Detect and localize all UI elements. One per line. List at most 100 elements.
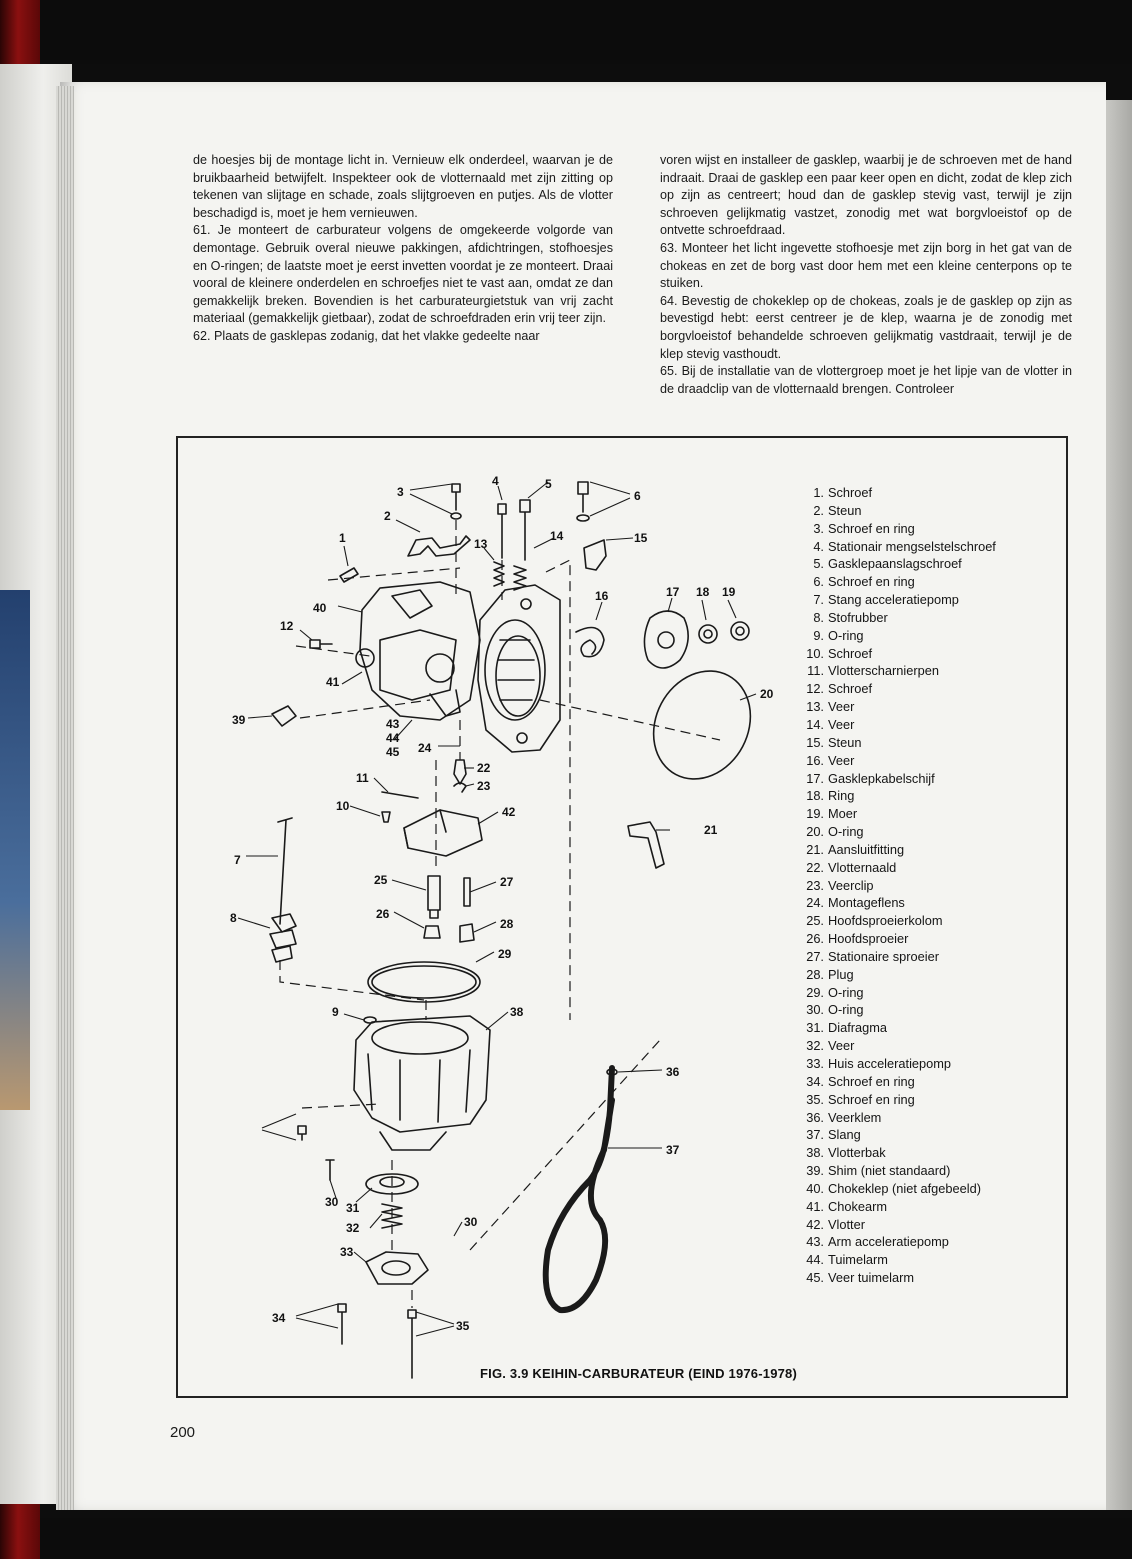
legend-number: 38. <box>806 1145 824 1161</box>
legend-label: Chokearm <box>828 1198 888 1214</box>
legend-number: 31. <box>806 1020 824 1036</box>
legend-number: 2. <box>813 502 824 518</box>
callout-20: 20 <box>760 687 774 701</box>
legend-number: 25. <box>806 913 824 929</box>
legend-item: 32.Veer <box>798 1037 1058 1055</box>
paragraph-65: 65. Bij de installatie van de vlottergro… <box>660 364 1072 396</box>
paragraph: voren wijst en installeer de gasklep, wa… <box>660 153 1072 238</box>
o-ring-29-drawing <box>367 961 481 1003</box>
pin-drawing <box>381 791 419 799</box>
screw-drawing <box>497 503 507 559</box>
jet-column-drawing <box>427 875 441 919</box>
legend-label: Veer <box>828 716 855 732</box>
legend-label: Veer <box>828 1038 855 1054</box>
legend-label: Schroef en ring <box>828 1073 915 1089</box>
legend-label: Steun <box>828 502 862 518</box>
rod-drawing <box>277 817 293 925</box>
legend-item: 3.Schroef en ring <box>798 520 1058 538</box>
legend-number: 5. <box>813 556 824 572</box>
legend-label: Stofrubber <box>828 609 888 625</box>
legend-number: 24. <box>806 895 824 911</box>
screw-drawing <box>297 1125 307 1141</box>
legend-label: Stang acceleratiepomp <box>828 592 959 608</box>
legend-label: O-ring <box>828 824 864 840</box>
legend-number: 7. <box>813 592 824 608</box>
legend-label: Vlotternaald <box>828 859 897 875</box>
callout-17: 17 <box>666 585 680 599</box>
spring-drawing <box>493 561 505 587</box>
legend-number: 6. <box>813 574 824 590</box>
legend-label: Schroef en ring <box>828 574 915 590</box>
legend-number: 15. <box>806 734 824 750</box>
legend-number: 28. <box>806 966 824 982</box>
callout-19: 19 <box>722 585 736 599</box>
float-drawing <box>403 809 483 857</box>
nut-drawing <box>730 621 750 641</box>
legend-item: 11.Vlotterscharnierpen <box>798 662 1058 680</box>
callout-41: 41 <box>326 675 340 689</box>
legend-label: Stationaire sproeier <box>828 948 939 964</box>
legend-item: 4.Stationair mengselstelschroef <box>798 538 1058 556</box>
callout-31: 31 <box>346 1201 360 1215</box>
callout-1: 1 <box>339 531 346 545</box>
callout-28: 28 <box>500 917 514 931</box>
legend-item: 14.Veer <box>798 716 1058 734</box>
legend-number: 29. <box>806 984 824 1000</box>
callout-18: 18 <box>696 585 710 599</box>
callout-42: 42 <box>502 805 516 819</box>
legend-item: 34.Schroef en ring <box>798 1073 1058 1091</box>
legend-label: Huis acceleratiepomp <box>828 1056 952 1071</box>
legend-label: Arm acceleratiepomp <box>828 1234 949 1250</box>
legend-number: 43. <box>806 1234 824 1250</box>
legend-number: 39. <box>806 1163 824 1179</box>
figure-caption: FIG. 3.9 KEIHIN-CARBURATEUR (EIND 1976-1… <box>480 1366 798 1381</box>
legend-label: O-ring <box>828 984 864 1000</box>
callout-33: 33 <box>340 1245 354 1259</box>
callout-3: 3 <box>397 485 404 499</box>
legend-label: Hoofdsproeierkolom <box>828 913 943 929</box>
legend-label: O-ring <box>828 627 864 643</box>
callout-24: 24 <box>418 741 432 755</box>
legend-label: Gasklepaanslagschroef <box>828 556 962 572</box>
legend-label: O-ring <box>828 1002 864 1018</box>
legend-item: 42.Vlotter <box>798 1216 1058 1234</box>
legend-label: Aansluitfitting <box>828 841 905 857</box>
callout-9: 9 <box>332 1005 339 1019</box>
legend-item: 9.O-ring <box>798 627 1058 645</box>
callout-22: 22 <box>477 761 491 775</box>
callout-2: 2 <box>384 509 391 523</box>
legend-item: 29.O-ring <box>798 984 1058 1002</box>
legend-item: 37.Slang <box>798 1126 1058 1144</box>
legend-item: 24.Montageflens <box>798 894 1058 912</box>
legend-item: 18.Ring <box>798 787 1058 805</box>
legend-label: Veer <box>828 699 855 715</box>
legend-item: 28.Plug <box>798 966 1058 984</box>
legend-number: 27. <box>806 948 824 964</box>
legend-item: 8.Stofrubber <box>798 609 1058 627</box>
legend-item: 13.Veer <box>798 698 1058 716</box>
page-stack-edge <box>56 86 74 1510</box>
callout-39: 39 <box>232 713 246 727</box>
legend-item: 36.Veerklem <box>798 1109 1058 1127</box>
legend-item: 26.Hoofdsproeier <box>798 930 1058 948</box>
legend-number: 44. <box>806 1252 824 1268</box>
legend-number: 13. <box>806 699 824 715</box>
callout-29: 29 <box>498 947 512 961</box>
callout-37: 37 <box>666 1143 680 1157</box>
legend-item: 44.Tuimelarm <box>798 1251 1058 1269</box>
callout-36: 36 <box>666 1065 680 1079</box>
legend-item: 5.Gasklepaanslagschroef <box>798 555 1058 573</box>
legend-item: 23.Veerclip <box>798 877 1058 895</box>
legend-item: 15.Steun <box>798 734 1058 752</box>
spring-drawing <box>513 565 527 591</box>
legend-item: 38.Vlotterbak <box>798 1144 1058 1162</box>
legend-label: Ring <box>828 788 855 804</box>
legend-label: Montageflens <box>828 895 905 911</box>
callout-16: 16 <box>595 589 609 603</box>
legend-label: Hoofdsproeier <box>828 931 909 947</box>
legend-number: 36. <box>806 1109 824 1125</box>
page-number: 200 <box>170 1424 196 1441</box>
legend-item: 30.O-ring <box>798 1001 1058 1019</box>
legend-item: 20.O-ring <box>798 823 1058 841</box>
